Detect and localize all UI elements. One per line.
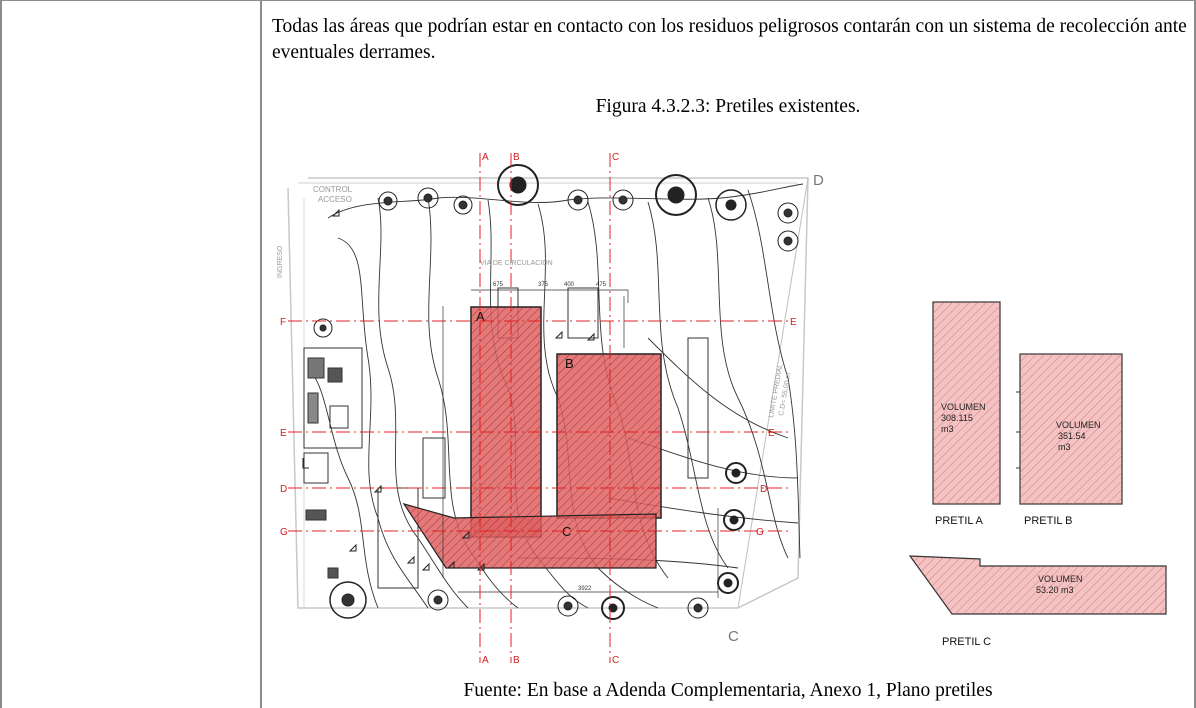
tree-icon xyxy=(497,164,539,206)
content-cell: Todas las áreas que podrían estar en con… xyxy=(262,0,1194,708)
tree-icon xyxy=(453,195,473,215)
zone-c-label: C xyxy=(562,524,571,539)
pretil-b-volume-unit: m3 xyxy=(1058,442,1071,452)
pretil-a-volume-value: 308.115 xyxy=(941,413,973,423)
tree-icon xyxy=(687,597,709,619)
corner-c-label: C xyxy=(728,628,739,645)
section-mark-d: D xyxy=(760,484,767,495)
dim-label: 675 xyxy=(493,282,504,288)
body-paragraph: Todas las áreas que podrían estar en con… xyxy=(272,16,1187,63)
tree-icon xyxy=(777,230,799,252)
zone-b-label: B xyxy=(565,356,574,371)
zone-c: C xyxy=(402,502,657,569)
left-empty-cell xyxy=(0,0,260,708)
pretil-b-volume-label: VOLUMEN xyxy=(1056,420,1101,430)
entry-label: INGRESO xyxy=(277,245,284,278)
section-mark-d: D xyxy=(280,484,287,495)
pretil-a-volume-label: VOLUMEN xyxy=(941,402,986,412)
tree-icon xyxy=(612,189,634,211)
pretil-b: VOLUMEN 351.54 m3 PRETIL B xyxy=(1016,353,1123,527)
door-symbols xyxy=(302,208,595,571)
dim-label: 3922 xyxy=(578,586,592,592)
pretil-c: VOLUMEN 53.20 m3 PRETIL C xyxy=(908,555,1167,648)
section-mark-a: A xyxy=(482,655,489,666)
tree-icon xyxy=(427,589,449,611)
circulation-label: VIA DE CIRCULACIÓN xyxy=(480,258,553,267)
tree-icon xyxy=(723,509,745,531)
service-buildings xyxy=(303,287,709,589)
tree-icon xyxy=(567,189,589,211)
dimension-lines xyxy=(442,289,719,598)
pretil-b-name: PRETIL B xyxy=(1024,515,1073,527)
tree-icon xyxy=(725,462,747,484)
section-mark-g: G xyxy=(756,527,764,538)
tree-icon xyxy=(777,202,799,224)
section-mark-b: B xyxy=(513,655,520,666)
dim-label: 375 xyxy=(538,282,549,288)
section-axes xyxy=(288,153,788,663)
section-mark-c: C xyxy=(612,655,619,666)
site-plan-drawing: A B C xyxy=(277,152,1167,666)
figure-source: Fuente: En base a Adenda Complementaria,… xyxy=(463,680,993,701)
tree-icon xyxy=(313,318,333,338)
pretil-b-volume-value: 351.54 xyxy=(1058,431,1086,441)
pretil-a-name: PRETIL A xyxy=(935,515,984,527)
tree-icon xyxy=(655,174,697,216)
tree-icon xyxy=(378,191,398,211)
section-mark-c: C xyxy=(612,152,619,163)
pretil-a: VOLUMEN 308.115 m3 PRETIL A xyxy=(932,301,1001,527)
zone-a: A xyxy=(470,306,542,538)
section-mark-e: E xyxy=(768,428,775,439)
section-mark-e: E xyxy=(280,428,287,439)
corner-d-label: D xyxy=(813,172,824,189)
pretil-c-volume-value: 53.20 m3 xyxy=(1036,585,1074,595)
section-mark-f: F xyxy=(280,317,286,328)
trees xyxy=(313,164,799,620)
tree-icon xyxy=(417,187,439,209)
pretil-c-name: PRETIL C xyxy=(942,636,991,648)
tree-icon xyxy=(329,581,367,619)
pretil-c-volume-label: VOLUMEN xyxy=(1038,574,1083,584)
tree-icon xyxy=(557,595,579,617)
figure-caption: Figura 4.3.2.3: Pretiles existentes. xyxy=(595,96,861,117)
tree-icon xyxy=(601,596,625,620)
section-mark-b: B xyxy=(513,152,520,163)
dim-label: 475 xyxy=(596,282,607,288)
column-divider xyxy=(260,0,262,708)
dim-label: 400 xyxy=(564,282,575,288)
pretil-a-volume-unit: m3 xyxy=(941,424,954,434)
zone-b: B xyxy=(556,353,662,519)
access-label: ACCESO xyxy=(318,195,352,204)
tree-icon xyxy=(715,189,747,221)
section-mark-g: G xyxy=(280,527,288,538)
control-label: CONTROL xyxy=(313,185,353,194)
section-mark-a: A xyxy=(482,152,489,163)
section-mark-e: E xyxy=(790,317,797,328)
tree-icon xyxy=(717,572,739,594)
figure-pretiles: A B C xyxy=(268,138,1188,672)
